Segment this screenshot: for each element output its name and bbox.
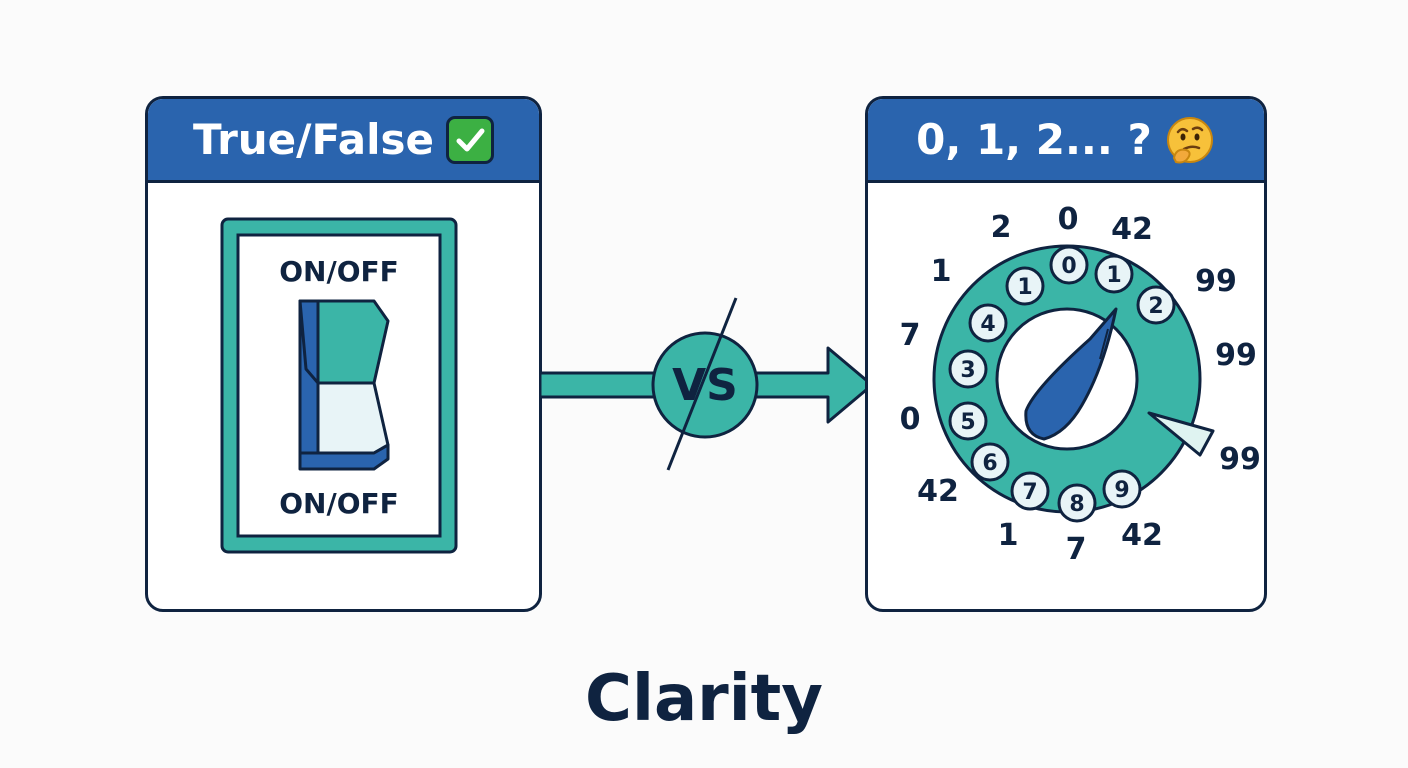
dial-ring-number: 1 (1005, 266, 1045, 306)
dial-ring-number-label: 1 (1106, 263, 1121, 288)
dial-outer-number: 99 (1219, 442, 1261, 477)
dial-ring-number: 1 (1094, 254, 1134, 294)
multi-value-panel-header: 0, 1, 2... ? (868, 99, 1264, 183)
vs-badge (651, 331, 759, 439)
dial-ring-number: 4 (968, 303, 1008, 343)
boolean-panel-title: True/False (193, 115, 434, 164)
dial-ring-number: 2 (1136, 285, 1176, 325)
thinking-face-icon (1166, 116, 1213, 163)
boolean-panel-body: ON/OFF ON/OFF (148, 183, 539, 609)
dial-ring-number-label: 7 (1022, 480, 1037, 505)
dial-ring-number: 9 (1102, 469, 1142, 509)
dial-ring-number-label: 4 (980, 312, 995, 337)
dial-ring-number-label: 3 (960, 358, 975, 383)
dial-knob[interactable] (1024, 307, 1118, 441)
dial-ring-number-label: 0 (1061, 254, 1076, 279)
dial-ring-number: 6 (970, 442, 1010, 482)
dial-ring-number-label: 6 (982, 451, 997, 476)
dial-outer-number: 0 (1058, 202, 1079, 237)
dial-ring-number-label: 9 (1114, 478, 1129, 503)
dial-ring-number-label: 1 (1017, 275, 1032, 300)
dial-ring-number-label: 2 (1148, 294, 1163, 319)
boolean-panel: True/False ON/OFF ON/OFF (145, 96, 542, 612)
dial-outer-number: 42 (917, 474, 959, 509)
dial-outer-number: 1 (998, 518, 1019, 553)
boolean-panel-header: True/False (148, 99, 539, 183)
vs-connector: VS (540, 297, 870, 471)
vs-label: VS (672, 360, 738, 411)
connector-bar-left (540, 371, 662, 399)
switch-label-top: ON/OFF (279, 255, 399, 288)
dial-ring-number: 5 (948, 401, 988, 441)
dial-outer-number: 0 (900, 402, 921, 437)
multi-value-panel-title: 0, 1, 2... ? (916, 115, 1152, 164)
dial-outer-number: 7 (900, 318, 921, 353)
light-switch-illustration: ON/OFF ON/OFF (220, 217, 458, 554)
dial-outer-number: 2 (991, 210, 1012, 245)
dial-ring-number-label: 5 (960, 410, 975, 435)
dial-ring-number: 0 (1049, 245, 1089, 285)
arrow-right-icon (750, 346, 870, 424)
dial-ring-number: 7 (1010, 471, 1050, 511)
caption-title: Clarity (585, 662, 823, 736)
dial-outer-number: 7 (1066, 532, 1087, 567)
dial-outer-number: 99 (1195, 264, 1237, 299)
switch-label-bottom: ON/OFF (279, 487, 399, 520)
dial-outer-number: 1 (931, 254, 952, 289)
dial-ring-number: 3 (948, 349, 988, 389)
vs-slash (666, 297, 738, 471)
dial-ring-number-label: 8 (1069, 492, 1084, 517)
check-mark-icon (445, 115, 494, 164)
switch-toggle[interactable] (298, 299, 390, 471)
dial-outer-number: 99 (1215, 338, 1257, 373)
dial-outer-number: 42 (1111, 212, 1153, 247)
dial-ring-number: 8 (1057, 483, 1097, 523)
dial-indicator (1147, 411, 1215, 457)
dial-outer-number: 42 (1121, 518, 1163, 553)
